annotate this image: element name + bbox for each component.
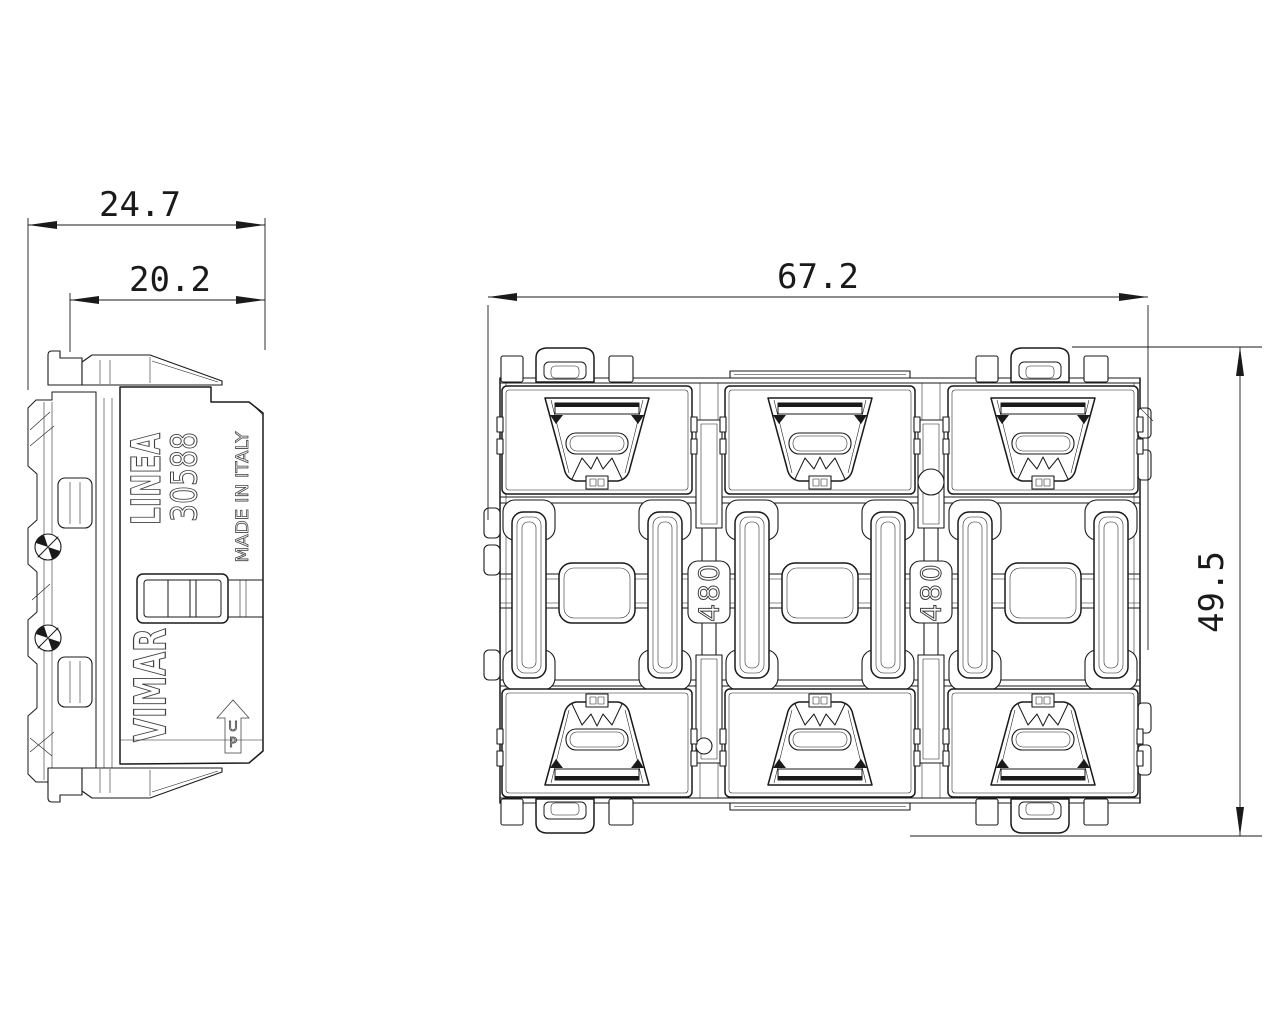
side-contact-housing-upper [57,477,93,529]
lattice-column-1 [502,499,692,691]
side-contact-housing-lower [57,656,93,708]
side-mounting-claw [27,391,97,791]
terminal-module-top-2 [719,385,921,495]
dim-front-width: 67.2 [487,257,1149,650]
terminal-module-bottom-3 [942,688,1144,798]
front-view: 480 480 67.2 49.5 [483,257,1262,837]
side-mid-column [95,391,113,791]
origin-label: MADE IN ITALY [233,431,253,563]
up-letter-u: U [228,720,238,735]
dim-front-width-value: 67.2 [777,257,859,297]
module-marking-1-value: 480 [693,562,726,621]
dim-side-body-depth-value: 20.2 [129,260,211,300]
brand-label: VIMAR [126,628,177,742]
terminal-module-bottom-2 [719,688,921,798]
lattice-column-3 [948,499,1138,691]
dim-side-overall-depth-value: 24.7 [99,185,181,225]
model-number: 30588 [165,432,206,522]
terminal-screw-lower [34,624,62,652]
up-arrow-icon: U P [216,699,250,754]
channel-gap-2 [917,383,945,798]
mounting-tabs-top-3 [975,347,1109,383]
front-left-edge-tabs [483,507,501,681]
mounting-tabs-bottom-3 [975,798,1109,834]
side-release-latch [136,573,264,624]
side-view: LINEA 30588 MADE IN ITALY VIMAR U P 24.7… [27,185,266,803]
module-marking-2-value: 480 [915,562,948,621]
side-body [119,386,264,765]
side-bottom-cap [47,767,223,803]
mounting-tabs-top-1 [500,347,634,383]
dim-front-height-value: 49.5 [1192,551,1232,633]
mounting-tabs-bottom-1 [500,798,634,834]
terminal-module-top-1 [496,385,698,495]
up-letter-p: P [229,736,237,751]
terminal-screw-upper [34,533,62,561]
dim-side-body-depth: 20.2 [69,260,265,352]
center-column-bars [729,370,911,811]
dim-front-height: 49.5 [910,346,1262,837]
lattice-column-2 [725,499,915,691]
terminal-module-bottom-1 [496,688,698,798]
series-label: LINEA [124,433,170,525]
side-top-cap [47,350,223,386]
module-marking-1: 480 [687,560,731,624]
dim-side-overall-depth: 24.7 [27,185,266,390]
terminal-module-top-3 [942,385,1144,495]
module-marking-2: 480 [909,560,953,624]
